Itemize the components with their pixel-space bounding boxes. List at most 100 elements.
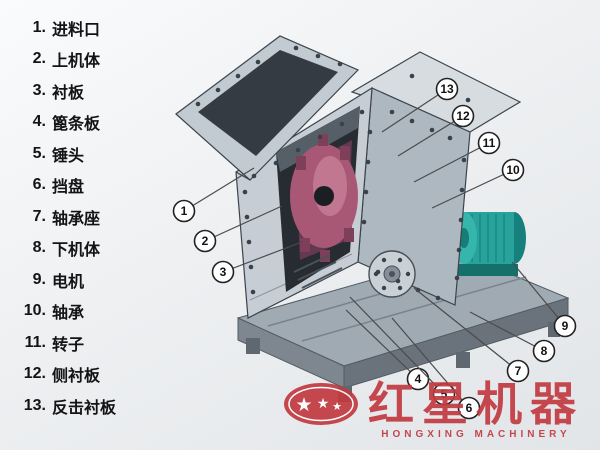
callout-3: 3 [211, 241, 303, 284]
callout-12: 12 [397, 104, 475, 157]
callout-leader-line [349, 296, 445, 395]
callout-number: 12 [456, 109, 470, 123]
legend-item-label: 衬板 [52, 84, 85, 102]
callout-11: 11 [413, 131, 501, 183]
base-frame [236, 253, 570, 402]
legend-item-number: 13. [23, 396, 46, 414]
legend-item-number: 6. [32, 176, 46, 194]
callout-leader-line [204, 205, 283, 242]
hammer-head [296, 156, 306, 170]
callout-circle [211, 260, 235, 284]
legend-item-number: 5. [32, 144, 46, 162]
callout-number: 7 [515, 364, 522, 378]
callout-number: 3 [220, 265, 227, 279]
legend-item-number: 10. [23, 302, 46, 320]
legend-item-number: 12. [23, 365, 46, 383]
callout-2: 2 [193, 205, 283, 253]
legend-item-number: 8. [32, 239, 46, 257]
legend-item-number: 2. [32, 50, 46, 68]
legend-item-label: 侧衬板 [52, 368, 101, 386]
hopper-opening [198, 50, 338, 156]
hammer-head [340, 146, 350, 160]
base-cross-beam [301, 276, 527, 342]
legend-item: 1. 进料口 [18, 12, 116, 44]
feed-hopper [175, 35, 360, 181]
callout-6: 6 [391, 317, 481, 420]
legend-item-number: 11. [24, 333, 46, 351]
brand-name-chinese: 红星机器 [368, 378, 584, 430]
legend-item-number: 3. [32, 81, 46, 99]
flange-bolt [397, 285, 403, 291]
star-icon: ★ [295, 395, 312, 416]
base-foot [246, 338, 260, 354]
callout-number: 8 [541, 344, 548, 358]
callout-9: 9 [511, 261, 577, 338]
flange-bolt [397, 257, 403, 263]
legend-item-label: 锤头 [52, 147, 85, 165]
star-icon: ★ [332, 401, 342, 413]
legend-item: 7. 轴承座 [18, 201, 116, 233]
callout-circle [172, 199, 196, 223]
legend-item: 3. 衬板 [18, 75, 116, 107]
callout-leader-line [391, 317, 470, 409]
legend-item-number: 1. [32, 18, 46, 36]
callout-circle [406, 367, 430, 391]
legend-item-label: 篦条板 [52, 116, 101, 134]
callout-leader-line [511, 261, 566, 327]
legend-item-label: 轴承座 [52, 210, 101, 228]
callout-number: 11 [483, 136, 496, 150]
hammer-head [300, 238, 310, 252]
callout-leader-line [345, 309, 419, 380]
callout-circle [451, 104, 475, 128]
flange-bolt [381, 257, 387, 263]
callout-number: 9 [562, 319, 569, 333]
callout-10: 10 [431, 158, 525, 209]
legend-item: 10.轴承 [18, 296, 116, 328]
callout-number: 4 [415, 372, 422, 386]
legend-item-label: 进料口 [52, 21, 101, 39]
legend-item: 13. 反击衬板 [18, 390, 116, 422]
legend-item-label: 转子 [52, 336, 85, 354]
callout-circle [501, 158, 525, 182]
bearing-housing [368, 250, 416, 298]
star-icon: ★ [317, 395, 330, 411]
legend-item: 2.上机体 [18, 44, 116, 76]
callout-circle [457, 396, 481, 420]
grate-bar [301, 267, 343, 289]
callout-leader-line [397, 115, 464, 157]
brand-watermark: ★ ★ ★ 红星机器 HONGXING MACHINERY [282, 381, 584, 440]
callout-5: 5 [349, 296, 456, 406]
legend-item: 4.篦条板 [18, 107, 116, 139]
callout-circle [477, 131, 501, 155]
legend-item: 9. 电机 [18, 264, 116, 296]
legend-item: 5. 锤头 [18, 138, 116, 170]
logo-oval [284, 383, 358, 425]
base-foot [456, 352, 470, 368]
legend-item: 11. 转子 [18, 327, 116, 359]
callout-4: 4 [345, 309, 430, 391]
legend-item: 8.下机体 [18, 233, 116, 265]
grate-bar [293, 254, 331, 273]
callout-leader-line [469, 311, 545, 352]
legend-item: 12. 侧衬板 [18, 359, 116, 391]
legend-item-number: 7. [32, 207, 46, 225]
flange-bolt [405, 271, 411, 277]
brand-logo: ★ ★ ★ [284, 383, 358, 425]
callout-leader-line [222, 241, 303, 273]
callout-number: 13 [440, 82, 454, 96]
hammer-head [318, 134, 328, 146]
rotor-highlight [313, 156, 347, 216]
cutaway-interior [276, 106, 360, 292]
callout-number: 6 [466, 401, 473, 415]
motor-base-plate [458, 264, 518, 276]
callout-circle [432, 382, 456, 406]
legend-item-label: 电机 [52, 273, 85, 291]
brand-text: 红星机器 HONGXING MACHINERY [368, 381, 584, 440]
brand-name-english: HONGXING MACHINERY [381, 429, 571, 440]
legend-item-number: 9. [32, 270, 46, 288]
legend-item-label: 反击衬板 [52, 399, 117, 417]
callout-circle [193, 229, 217, 253]
hammer-head [320, 250, 330, 262]
